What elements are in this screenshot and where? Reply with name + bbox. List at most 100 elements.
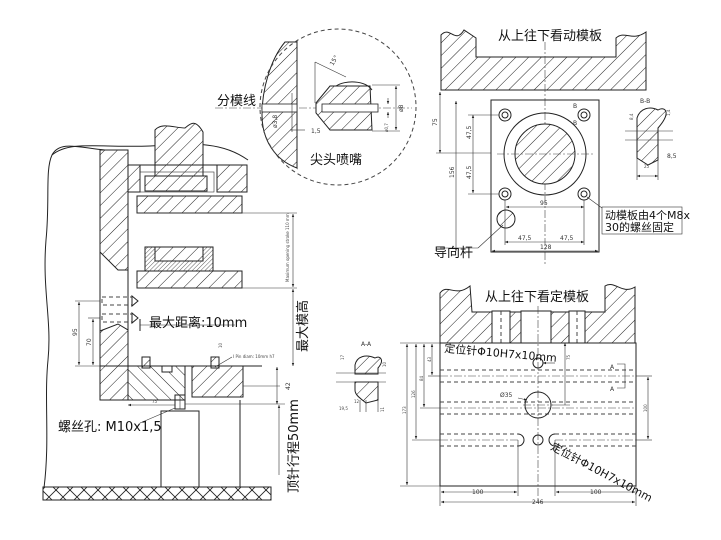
fixed-plate-title: 从上往下看定模板 (485, 289, 589, 305)
dim-75-label: 75 (432, 118, 439, 126)
pin-note-leader (214, 356, 233, 368)
dim-100-right-label: 100 (590, 489, 602, 496)
nozzle-bore (321, 103, 379, 113)
detail-circle (259, 28, 417, 186)
locating-pin-bottom (532, 434, 544, 446)
nozzle-tip-label: 尖头喷嘴 (310, 153, 362, 168)
aa-dim-19-5: 19,5 (339, 406, 348, 411)
bb-dim-1-4: 1,4 (666, 109, 671, 116)
dim-70-label: 70 (86, 338, 93, 346)
machine-frame-outline (43, 145, 106, 489)
dim-84-label: 84 (419, 375, 424, 381)
locating-pin-top-label: 定位针Φ10H7x10mm (444, 341, 558, 365)
section-aa-label: A-A (361, 341, 372, 348)
clamp-bolts (101, 294, 139, 325)
top-mold-right (216, 164, 248, 193)
dim-47-5-b-label: 47,5 (466, 165, 473, 179)
bore-leader (517, 397, 528, 401)
nozzle-tip-curve (335, 81, 373, 91)
moving-plate-section (440, 29, 647, 91)
moving-plate-note-line2: 30的螺丝固定 (605, 220, 674, 234)
locating-pin-bottom-label: 定位针Φ10H7x10mm (549, 439, 655, 504)
parting-line-label: 分模线 (217, 94, 256, 109)
aa-dim-17: 17 (340, 354, 345, 360)
max-mold-height-label: 最大模高 (295, 300, 311, 352)
upper-plate (136, 195, 243, 214)
nozzle-channel (261, 103, 298, 113)
nozzle-d3-label: ø3,8 (272, 115, 279, 128)
section-aa-cut-line (617, 363, 626, 389)
dim-h47-5-b-label: 47,5 (560, 235, 574, 242)
top-mold-insert (139, 171, 215, 193)
injection-nozzle-rod (154, 122, 204, 186)
lower-mold-insert (154, 246, 204, 262)
dim-173-label: 173 (402, 406, 407, 414)
section-bb-shape (636, 107, 667, 166)
aa-dim-12: 12 (354, 399, 360, 404)
moving-plate-view: 从上往下看动模板 B B 75 156 47,5 47,5 95 47,5 47… (432, 28, 690, 265)
nozzle-d8-label: ø8 (398, 104, 405, 112)
dim-47-5-a-label: 47,5 (466, 125, 473, 139)
lower-plate (136, 270, 243, 289)
moving-plate-note-line1: 动模板由4个M8x (605, 208, 690, 222)
guide-rod-label: 导向杆 (434, 245, 473, 261)
pin-note: I Pin diam: 10mm h7 (233, 354, 275, 359)
sprue-opening (520, 310, 552, 344)
dim-246-label: 246 (532, 499, 544, 506)
bb-dim-8-5: 8,5 (667, 153, 677, 160)
section-bb-label: B-B (640, 98, 650, 105)
dim-75-fixed-label: 75 (566, 354, 571, 360)
top-mold-insert-hatch (144, 175, 208, 192)
moving-plate-title: 从上往下看动模板 (498, 28, 602, 44)
ejector-base-left (99, 323, 129, 401)
max-distance-label: 最大距离:10mm (149, 315, 247, 331)
dim-10-label: 10 (218, 342, 223, 348)
machine-floor (42, 486, 272, 501)
section-mark-a-bottom: A (610, 386, 615, 393)
locating-pin-right (210, 356, 220, 369)
dim-42-label: 42 (285, 382, 292, 390)
section-aa-view: A-A 17 10 12 19,5 11 (336, 341, 387, 412)
mounting-holes (498, 108, 591, 201)
moving-plate-note-box (601, 206, 683, 235)
section-mark-b-top: B (573, 103, 577, 110)
max-opening-stroke-label: Maximum opening stroke 110 mm (285, 213, 290, 282)
dim-95-label: 95 (540, 200, 548, 207)
machine-frame-top-curve (51, 143, 249, 161)
locating-pin-left (141, 356, 151, 369)
dim-75-label: 75 (152, 399, 158, 404)
dim-126-label: 126 (411, 390, 416, 398)
t-slots (440, 369, 636, 447)
nozzle-d7-label: ø0,7 (384, 123, 389, 132)
note-leader (586, 196, 603, 209)
dim-95-label: 95 (72, 328, 79, 336)
ejector-column (160, 410, 200, 488)
screw-hole-label: 螺丝孔: M10x1,5 (58, 420, 162, 435)
guide-rod-leader (477, 224, 504, 249)
section-aa-upper (354, 355, 382, 375)
section-mark-b-bottom: B (573, 120, 577, 127)
section-mark-a-top: A (610, 364, 615, 371)
nozzle-angle-label: 15° (329, 54, 340, 67)
nozzle-offset-label: 1,5 (311, 128, 321, 135)
bore-diameter-label: Ø35 (500, 392, 513, 399)
side-view: Maximum opening stroke 110 mm 最大模高 最大距离:… (42, 122, 311, 501)
aa-dim-11: 11 (380, 406, 385, 412)
bb-dim-8-4: 8,4 (629, 113, 634, 120)
dim-line (314, 61, 347, 78)
dim-100-left-label: 100 (472, 489, 484, 496)
top-mold-left (127, 164, 141, 193)
dim-100-v-label: 100 (643, 404, 648, 412)
aa-dim-10: 10 (382, 361, 387, 367)
ejector-stroke-label: 顶针行程50mm (287, 399, 302, 493)
nozzle-detail: 分模线 ø3,8 1,5 尖头喷嘴 15° ø8 ø0,7 (215, 28, 417, 186)
guide-rod-section (496, 209, 516, 229)
dim-43-label: 43 (427, 356, 432, 362)
dim-h47-5-a-label: 47,5 (518, 235, 532, 242)
bb-dim-25: 25 (644, 164, 650, 169)
ejector-plate-right (191, 365, 244, 398)
fixed-platen (99, 149, 129, 271)
section-aa-lower (354, 381, 379, 404)
dim-128-label: 128 (540, 244, 552, 251)
